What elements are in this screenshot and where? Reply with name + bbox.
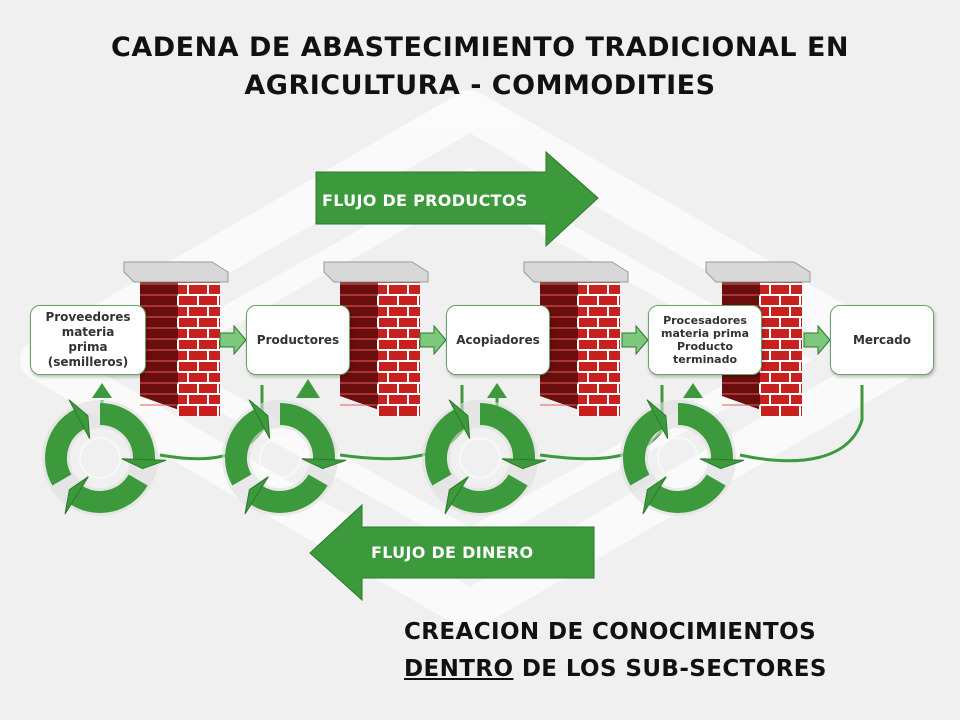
up-arrow-icon (683, 383, 703, 398)
box-connector-arrows (219, 324, 831, 356)
brick-wall-icon (123, 261, 229, 416)
recycle-cycle-icon (422, 399, 547, 516)
stage-line: Proveedores (45, 310, 131, 324)
stage-box-proveedores: Proveedores materia prima (semilleros) (30, 305, 146, 375)
up-arrows (92, 379, 703, 398)
footer-line-2-rest: DE LOS SUB-SECTORES (513, 656, 827, 682)
recycle-icons (42, 399, 745, 516)
stage-line: prima (68, 340, 108, 354)
brick-wall-icon (323, 261, 429, 416)
stage-line: (semilleros) (47, 355, 129, 369)
right-arrow-icon (219, 324, 247, 356)
brick-wall-icon (523, 261, 629, 416)
recycle-cycle-icon (42, 399, 167, 516)
stage-box-productores: Productores (246, 305, 350, 375)
flow-money-arrow (309, 503, 595, 602)
stage-box-mercado: Mercado (830, 305, 934, 375)
up-arrow-icon (487, 383, 507, 398)
footer-underlined-word: DENTRO (404, 656, 514, 682)
right-arrow-icon (803, 324, 831, 356)
stage-line: materia prima (660, 327, 749, 340)
stage-line: terminado (672, 353, 738, 366)
page-title-line-2: AGRICULTURA - COMMODITIES (244, 70, 716, 101)
left-arrow-icon (309, 503, 595, 602)
stage-line: Producto (676, 340, 734, 353)
flow-products-label: FLUJO DE PRODUCTOS (322, 191, 528, 210)
stage-line: Productores (256, 332, 340, 347)
up-arrow-icon (92, 383, 112, 398)
stage-box-acopiadores: Acopiadores (446, 305, 550, 375)
footer-line-1: CREACION DE CONOCIMIENTOS (404, 619, 817, 645)
flow-products-arrow (315, 150, 599, 248)
up-arrow-icon (296, 379, 320, 398)
right-arrow-icon (419, 324, 447, 356)
stage-line: materia (61, 325, 115, 339)
right-arrow-icon (315, 150, 599, 248)
recycle-cycle-icon (222, 399, 347, 516)
stage-line: Procesadores (663, 314, 747, 327)
stage-line: Mercado (852, 332, 912, 347)
footer-line-2: DENTRO DE LOS SUB-SECTORES (404, 656, 827, 682)
stage-box-procesadores: Procesadores materia prima Producto term… (648, 305, 762, 375)
recycle-cycle-icon (620, 399, 745, 516)
right-arrow-icon (621, 324, 649, 356)
flow-money-label: FLUJO DE DINERO (371, 543, 534, 562)
page-title-line-1: CADENA DE ABASTECIMIENTO TRADICIONAL EN (111, 32, 849, 63)
stage-line: Acopiadores (456, 332, 540, 347)
